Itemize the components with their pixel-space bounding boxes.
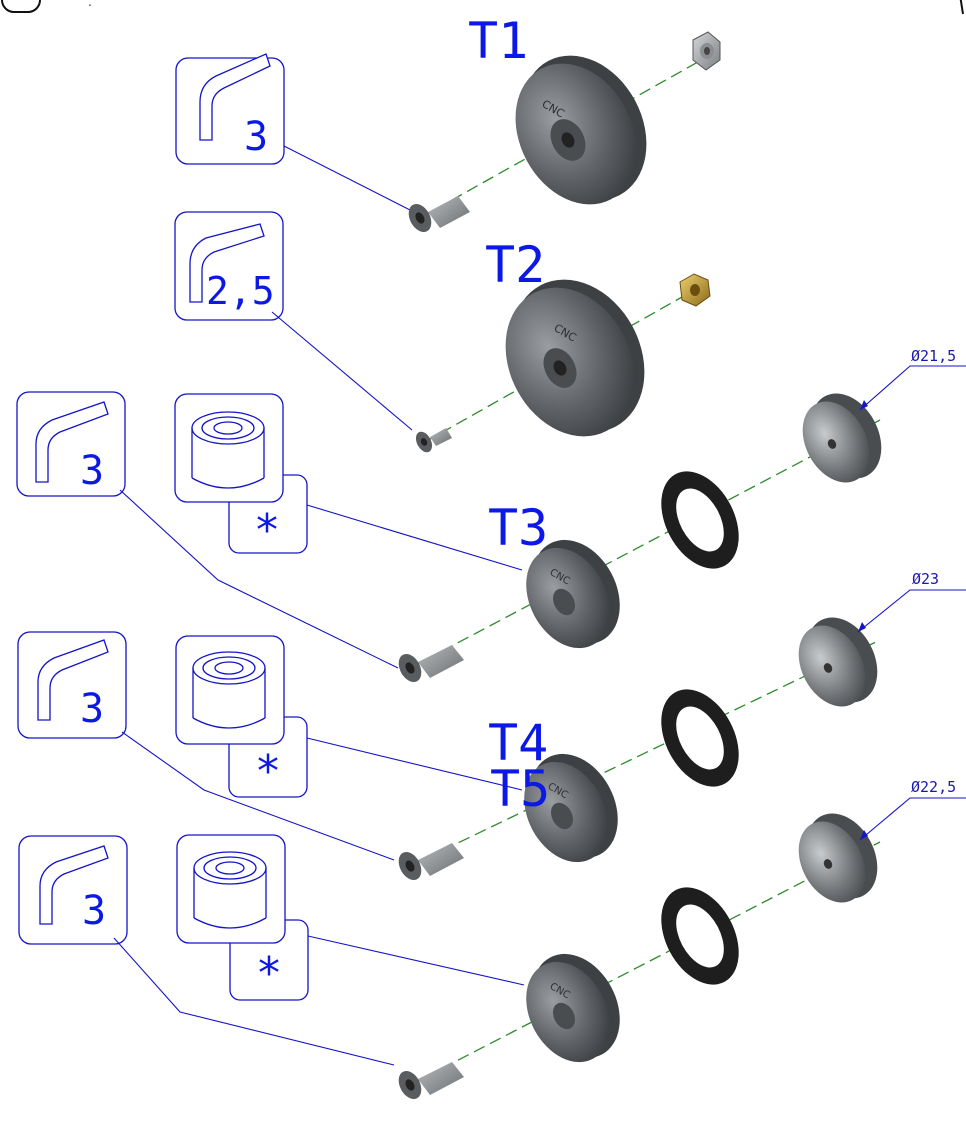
step-label-t4: T4 [488, 714, 548, 772]
leader-line [306, 737, 523, 791]
brass-nut [679, 273, 711, 307]
hex-key-size: 3 [244, 114, 268, 160]
svg-text:.: . [88, 0, 92, 9]
leader-line [859, 797, 966, 841]
rubber-spacer-ring [661, 471, 739, 569]
countersunk-bolt [398, 645, 464, 683]
hex-nut [692, 31, 721, 71]
hex-key-size: 3 [80, 448, 104, 494]
insert-mark: * [257, 746, 279, 797]
hex-key-size: 3 [82, 888, 106, 934]
washer-puck [802, 393, 882, 483]
bearing-insert-tool-t4: * [175, 635, 308, 798]
page-corner-marker: . [1, 0, 92, 13]
bearing-insert-tool-t3: * [174, 393, 308, 556]
leader-line [113, 937, 395, 1066]
step-t1: T1 3 CNC [175, 12, 721, 233]
hex-key-tool-t2: 2,5 [174, 211, 284, 321]
hex-key-size: 2,5 [206, 269, 275, 313]
step-t3: T3 3 * [16, 347, 966, 683]
hex-key-size: 3 [80, 686, 104, 732]
hex-key-tool-t4: 3 [17, 631, 127, 739]
bearing-icon [193, 851, 267, 929]
countersunk-bolt [415, 428, 452, 453]
flange-disc: CNC [515, 55, 647, 205]
leader-line [271, 311, 413, 431]
step-label-t5: T5 [490, 760, 550, 818]
insert-mark: * [258, 948, 280, 999]
hex-key-box [18, 835, 128, 945]
bearing-box [175, 635, 285, 745]
step-label-t3: T3 [488, 499, 548, 557]
washer-puck [798, 813, 878, 903]
diameter-label: Ø23 [912, 570, 939, 588]
hex-key-icon [37, 639, 109, 721]
countersunk-bolt [398, 1062, 464, 1100]
hex-key-tool-t5: 3 [18, 835, 128, 945]
step-label-t1: T1 [468, 12, 528, 70]
bearing-box [176, 834, 286, 944]
rubber-spacer-ring [661, 887, 739, 985]
bearing-insert-tool-t5: * [176, 834, 309, 1001]
insert-mark: * [256, 505, 278, 556]
hex-key-box [17, 631, 127, 739]
hex-key-tool-t3: 3 [16, 391, 126, 497]
bearing-icon [192, 651, 266, 729]
step-t5: T5 3 * [18, 760, 966, 1100]
hex-key-icon [39, 845, 109, 925]
bearing-box [174, 393, 284, 503]
step-label-t2: T2 [485, 236, 545, 294]
hex-key-box [16, 391, 126, 497]
flange-disc: CNC [505, 279, 645, 437]
rubber-spacer-ring [661, 689, 739, 787]
leader-line [307, 935, 525, 986]
leader-line [857, 589, 966, 633]
countersunk-bolt [408, 196, 470, 233]
page-corner-edge [959, 0, 964, 15]
diameter-callout-t5: Ø22,5 [859, 778, 966, 841]
flange-disc: CNC [526, 539, 620, 649]
leader-line [859, 365, 966, 411]
diameter-callout-t3: Ø21,5 [859, 347, 966, 411]
leader-line [119, 489, 399, 669]
step-t2: T2 2,5 CNC [174, 211, 711, 453]
hex-key-icon [189, 223, 265, 303]
diameter-label: Ø22,5 [911, 778, 956, 796]
assembly-axis [409, 841, 881, 1086]
flange-disc: CNC [526, 953, 620, 1063]
diameter-label: Ø21,5 [911, 347, 956, 365]
step-t4: T4 3 * [17, 570, 966, 881]
diameter-callout-t4: Ø23 [857, 570, 966, 633]
bearing-icon [191, 411, 265, 489]
hex-key-tool-t1: 3 [175, 53, 285, 165]
assembly-axis [409, 639, 881, 867]
countersunk-bolt [398, 843, 464, 881]
leader-line [283, 145, 411, 211]
assembly-axis [424, 287, 699, 443]
hex-key-icon [35, 401, 109, 483]
hex-key-icon [199, 53, 271, 141]
washer-puck [798, 617, 878, 707]
assembly-axis [409, 419, 881, 669]
leader-line [306, 504, 523, 571]
flange-disc: CNC [524, 753, 618, 863]
leader-line [121, 731, 395, 861]
